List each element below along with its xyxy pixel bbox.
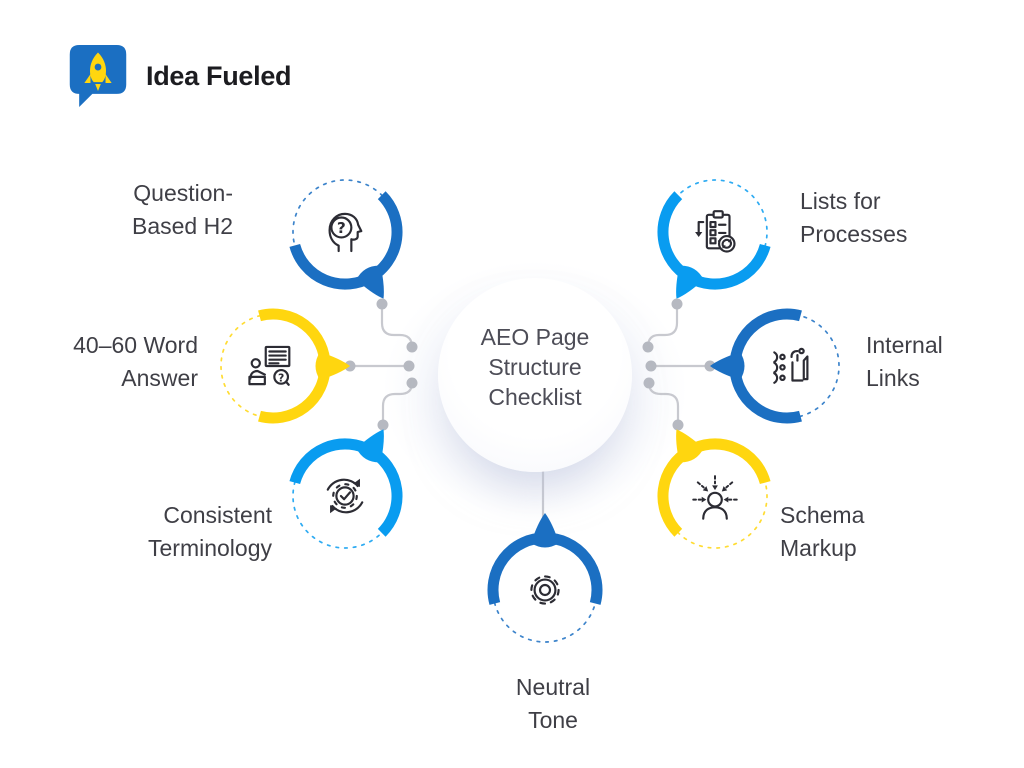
label-line: Schema: [780, 502, 865, 528]
rocket-speech-bubble-icon: [69, 44, 127, 108]
label-line: Terminology: [148, 535, 272, 561]
label-line: Processes: [800, 221, 908, 247]
svg-text:?: ?: [337, 219, 346, 237]
label-line: Consistent: [163, 502, 272, 528]
gear-icon: [516, 561, 574, 619]
brand-name: Idea Fueled: [146, 60, 292, 91]
node-neutral-tone: [465, 510, 625, 670]
svg-text:?: ?: [278, 371, 284, 384]
label-line: 40–60 Word: [73, 332, 198, 358]
label-internal-links: Internal Links: [866, 329, 943, 395]
node-ring: [220, 308, 350, 424]
node-ring: [289, 179, 403, 299]
label-schema-markup: Schema Markup: [780, 499, 864, 565]
label-line: Answer: [121, 365, 198, 391]
person-focus-arrows-icon: [686, 467, 744, 525]
node-ring: [657, 179, 771, 299]
label-line: Tone: [528, 707, 578, 733]
gear-check-cycle-icon: [316, 467, 374, 525]
node-ring: [657, 429, 771, 549]
label-line: Markup: [780, 535, 857, 561]
label-line: Internal: [866, 332, 943, 358]
brand-logo: Idea Fueled: [66, 42, 292, 110]
label-line: Neutral: [515, 674, 591, 700]
label-40-60-word-answer: 40–60 Word Answer: [73, 329, 198, 395]
label-line: Lists for: [800, 188, 881, 214]
clipboard-process-icon: [686, 203, 744, 261]
label-lists-for-processes: Lists for Processes: [800, 185, 907, 251]
label-line: Question-: [133, 180, 233, 206]
label-line: Links: [866, 365, 920, 391]
anchor-list-icon: [758, 337, 816, 395]
node-ring: [487, 513, 603, 643]
node-lists-for-processes: [635, 152, 795, 312]
label-consistent-terminology: Consistent Terminology: [148, 499, 272, 565]
label-neutral-tone: Neutral Tone: [453, 671, 653, 737]
center-node: [438, 278, 632, 472]
center-title-line: AEO Page: [480, 324, 590, 350]
center-title: AEO Page Structure Checklist: [428, 322, 642, 412]
node-schema-markup: [635, 416, 795, 576]
node-ring: [710, 308, 840, 424]
node-internal-links: [707, 286, 867, 446]
center-title-line: Checklist: [488, 384, 582, 410]
label-line: Based H2: [131, 213, 233, 239]
center-title-line: Structure: [488, 354, 582, 380]
node-consistent-terminology: [265, 416, 425, 576]
node-40-60-word-answer: ?: [193, 286, 353, 446]
label-question-based-h2: Question- Based H2: [132, 177, 233, 243]
node-ring: [289, 429, 403, 549]
node-question-based-h2: ?: [265, 152, 425, 312]
head-question-icon: ?: [316, 203, 374, 261]
person-document-question-icon: ?: [244, 337, 302, 395]
